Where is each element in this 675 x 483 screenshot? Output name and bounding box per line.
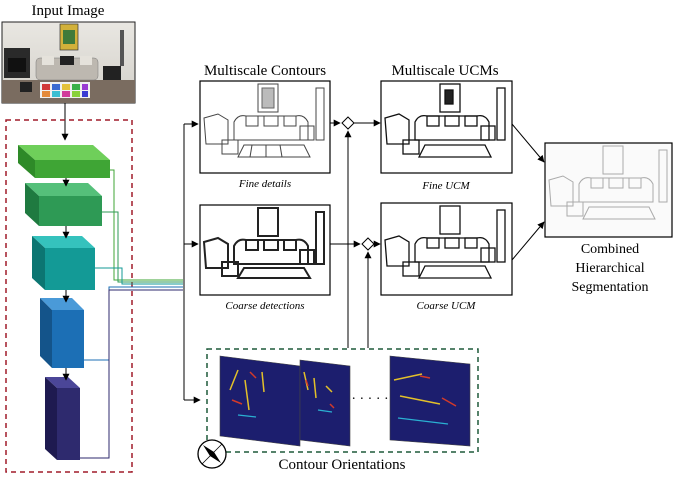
coarse-detections-image [199, 204, 331, 296]
fine-details-caption: Fine details [238, 178, 291, 190]
side-output-lines [80, 169, 183, 459]
contour-orientations-title: Contour Orientations [278, 457, 405, 473]
coarse-ucm-image [380, 202, 513, 296]
cnn-block-2 [25, 183, 102, 226]
fine-ucm-caption: Fine UCM [421, 180, 470, 192]
combined-segmentation-image [544, 142, 673, 238]
cnn-block-1 [18, 145, 110, 178]
fusion-branches [183, 120, 201, 404]
input-image [1, 21, 136, 104]
input-image-title: Input Image [32, 3, 105, 19]
fine-details-image [199, 80, 331, 174]
fine-ucm-image [380, 80, 513, 174]
ucm-arrows [330, 119, 381, 348]
multiscale-contours-title: Multiscale Contours [204, 63, 326, 79]
coarse-detections-caption: Coarse detections [225, 300, 304, 312]
combined-title-line3: Segmentation [572, 280, 649, 295]
multiscale-ucms-title: Multiscale UCMs [391, 63, 498, 79]
cnn-block-5 [45, 377, 80, 460]
coarse-merge-node [361, 237, 375, 251]
cnn-block-3 [32, 236, 95, 290]
orientation-heatmap-n [389, 355, 471, 447]
coarse-ucm-caption: Coarse UCM [417, 300, 477, 312]
combined-title-line2: Hierarchical [575, 261, 644, 276]
orientation-heatmap-2 [299, 359, 351, 447]
orientation-heatmap-1 [219, 355, 301, 447]
orientation-ellipsis: · · · · · [351, 392, 388, 407]
fine-merge-node [341, 116, 355, 130]
compass-icon [197, 439, 227, 469]
cnn-dashed-box [5, 119, 133, 473]
combine-arrows [511, 123, 545, 261]
combined-title-line1: Combined [581, 242, 639, 257]
orientations-dashed-box [206, 348, 479, 453]
cnn-block-4 [40, 298, 84, 368]
